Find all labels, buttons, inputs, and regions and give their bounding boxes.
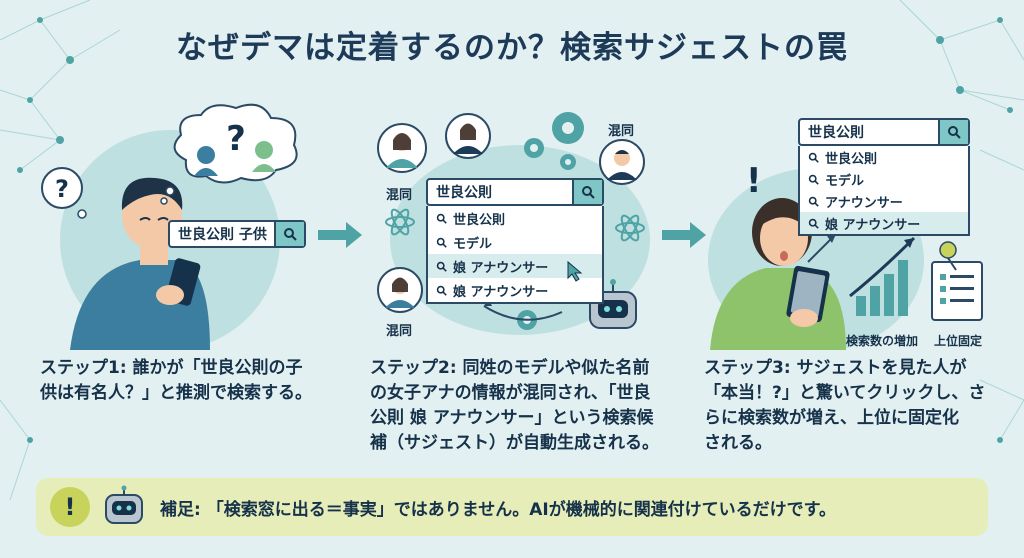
- thought-dots: [160, 186, 175, 205]
- search-icon: [436, 285, 447, 296]
- arrow-step2-to-step3: [662, 222, 706, 248]
- robot-icon: [105, 485, 143, 524]
- step3-description: ステップ3: サジェストを見た人が 「本当！?」と驚いてクリックし、さ らに検索…: [704, 358, 986, 453]
- arrow-step1-to-step2: [318, 222, 362, 248]
- svg-text:?: ?: [55, 175, 69, 203]
- exclamation-icon: !: [50, 487, 90, 527]
- search-icon: [436, 237, 447, 248]
- search-icon: [436, 213, 447, 224]
- svg-text:?: ?: [226, 119, 246, 159]
- search-icon[interactable]: [938, 120, 968, 144]
- cursor-icon: [567, 260, 583, 282]
- suggestion-item[interactable]: 世良公則: [800, 146, 968, 168]
- atom-icon: [385, 208, 645, 242]
- step1-search-box[interactable]: 世良公則 子供: [168, 220, 306, 248]
- pinned-list-icon: [931, 241, 983, 321]
- step1-scene: ? 世良公則 子供: [40, 110, 310, 350]
- step3-suggestion-list: 世良公則 モデル アナウンサー 娘 アナウンサー: [798, 146, 970, 236]
- avatar: [377, 123, 427, 173]
- page-title: なぜデマは定着するのか？検索サジェストの罠: [176, 30, 848, 66]
- suggestion-item[interactable]: 娘 アナウンサー: [800, 212, 968, 234]
- mix-label-left: 混同: [386, 188, 413, 203]
- step3-scene: ! 世良公則: [706, 110, 998, 350]
- pin-label: 上位固定: [934, 334, 983, 348]
- suggestion-item[interactable]: 世良公則: [428, 206, 602, 230]
- step2-search-query: 世良公則: [436, 185, 492, 201]
- suggestion-item[interactable]: 娘 アナウンサー: [428, 278, 602, 302]
- step1-search-query: 世良公則 子供: [178, 227, 267, 243]
- step3-search-box[interactable]: 世良公則: [798, 118, 970, 146]
- step3-search-query: 世良公則: [808, 125, 864, 141]
- mix-label-top: 混同: [608, 124, 635, 139]
- search-icon: [808, 174, 819, 185]
- suggestion-item[interactable]: モデル: [800, 168, 968, 190]
- search-icon: [808, 218, 819, 229]
- suggestion-item[interactable]: アナウンサー: [800, 190, 968, 212]
- growth-label: 検索数の増加: [846, 334, 919, 348]
- step1-description: ステップ1: 誰かが「世良公則の子 供は有名人？」と推測で検索する。: [40, 358, 312, 403]
- step2-search-box[interactable]: 世良公則: [426, 178, 604, 206]
- svg-text:!: !: [746, 161, 762, 201]
- search-icon[interactable]: [274, 222, 304, 246]
- note-text: 補足: 「検索窓に出る＝事実」ではありません。AIが機械的に関連付けているだけで…: [160, 499, 836, 520]
- mix-label-bottom: 混同: [386, 324, 413, 339]
- search-icon: [808, 196, 819, 207]
- step2-suggestion-list: 世良公則 モデル 娘 アナウンサー 娘 アナウンサー: [426, 206, 604, 304]
- search-icon[interactable]: [572, 180, 602, 204]
- note-bar: ! 補足: 「検索窓に出る＝事実」ではありません。AIが機械的に関連付けているだ…: [36, 478, 988, 536]
- suggestion-item[interactable]: モデル: [428, 230, 602, 254]
- search-icon: [808, 152, 819, 163]
- step2-description: ステップ2: 同姓のモデルや似た名前 の女子アナの情報が混同され、「世良 公則 …: [370, 358, 659, 453]
- thought-cloud: ?: [173, 103, 298, 184]
- step2-scene: 世良公則 世良公則 モデル 娘 アナウンサー 娘 アナウンサー 混同 混同 混同: [372, 100, 662, 350]
- search-icon: [436, 261, 447, 272]
- growth-chart-icon: [849, 236, 916, 316]
